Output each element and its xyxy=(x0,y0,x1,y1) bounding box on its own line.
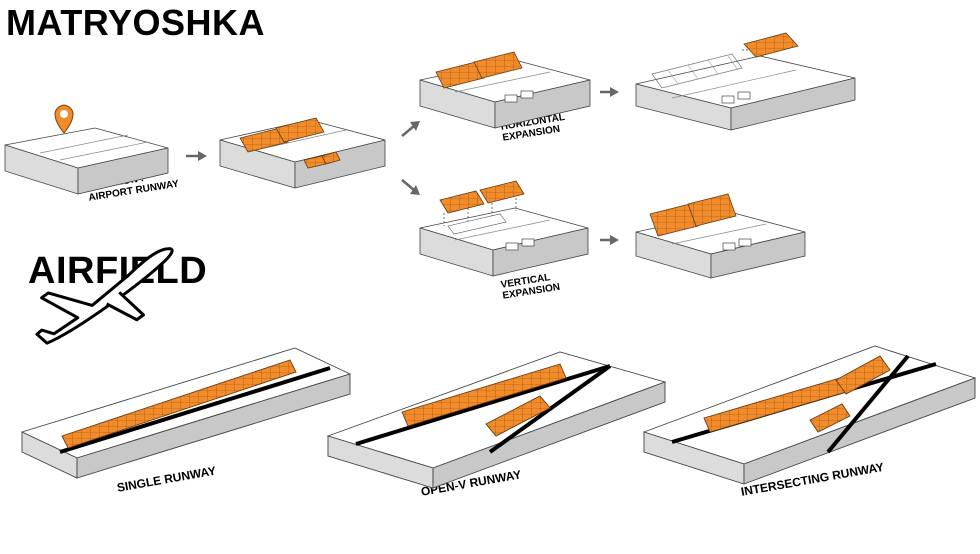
page-title: MATRYOSHKA xyxy=(6,2,265,43)
arrow-up-right-icon xyxy=(401,121,420,137)
arrow-right-icon xyxy=(600,235,619,245)
location-pin-icon xyxy=(54,104,74,134)
airplane-takeoff-icon xyxy=(35,247,174,345)
single-runway-slab xyxy=(20,347,352,479)
horizontal-expansion-result-slab xyxy=(635,32,856,131)
arrow-down-right-icon xyxy=(401,179,420,195)
vertical-expansion-slab xyxy=(419,180,589,277)
intersecting-runway-slab xyxy=(642,345,977,485)
vertical-expansion-result-slab xyxy=(635,193,806,279)
arrow-right-icon xyxy=(600,87,619,97)
arrow-right-icon xyxy=(186,151,207,161)
initial-modules-slab xyxy=(219,117,386,189)
horizontal-expansion-slab xyxy=(419,51,591,129)
open-v-runway-slab xyxy=(326,351,667,489)
location-slab xyxy=(4,127,169,195)
